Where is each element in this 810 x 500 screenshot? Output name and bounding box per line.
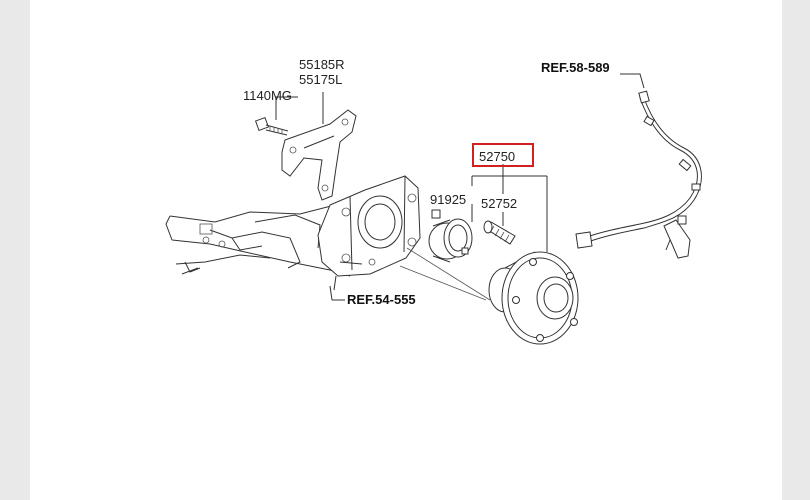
parts-diagram: 55185R 55175L 1140MG 52750 91925 52752 R… <box>165 57 702 345</box>
label-91925: 91925 <box>430 192 466 207</box>
sensor-cable-drawing <box>575 90 702 259</box>
knuckle-drawing <box>317 175 421 291</box>
bracket-drawing <box>281 109 357 201</box>
highlight-box <box>472 143 534 167</box>
label-55185r: 55185R <box>299 57 345 72</box>
hub-assembly-drawing <box>488 251 579 345</box>
label-52752: 52752 <box>481 196 517 211</box>
bolt-drawing <box>254 116 289 136</box>
diagram-canvas: 55185R 55175L 1140MG 52750 91925 52752 R… <box>30 0 782 500</box>
bearing-drawing <box>428 209 473 263</box>
label-52750: 52750 <box>479 149 515 164</box>
leader-lines <box>275 73 645 301</box>
label-55175l: 55175L <box>299 72 342 87</box>
ref-axle: REF.54-555 <box>347 292 416 307</box>
hub-bolt-drawing <box>483 220 516 245</box>
label-1140mg: 1140MG <box>243 88 292 103</box>
ref-sensor: REF.58-589 <box>541 60 610 75</box>
